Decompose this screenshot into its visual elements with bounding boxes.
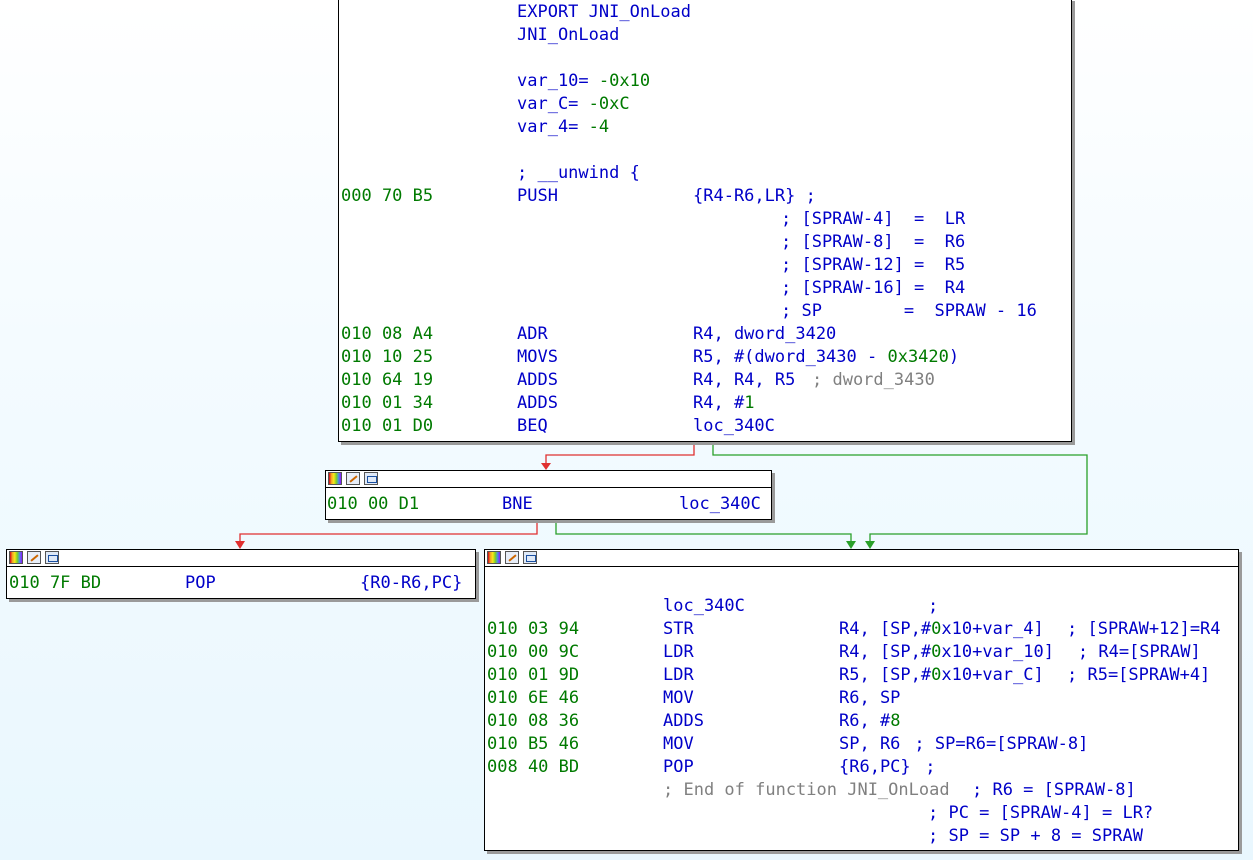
stack-variable: var_C= -0xC — [517, 94, 630, 114]
instruction-address: 010 01 D0 — [341, 416, 434, 436]
instruction-operand: {R0-R6,PC} — [360, 573, 463, 593]
instruction-address: 010 10 25 — [341, 347, 434, 367]
instruction-address: 000 70 B5 — [341, 186, 434, 206]
color-palette-icon[interactable] — [328, 472, 342, 485]
instruction-operand[interactable]: loc_340C — [679, 494, 761, 514]
edge-beq-true-arrowhead — [865, 541, 875, 549]
instruction-mnemonic: LDR — [663, 642, 694, 662]
instruction-address: 010 7F BD — [9, 573, 102, 593]
instruction-mnemonic: POP — [663, 757, 694, 777]
instruction-operand: R4, dword_3420 — [693, 324, 837, 344]
instruction-mnemonic: ADDS — [663, 711, 704, 731]
instruction-mnemonic: BEQ — [517, 416, 548, 436]
node-pop[interactable]: 010 7F BD POP {R0-R6,PC} — [6, 549, 476, 599]
instruction-operand: R5, #(dword_3430 - 0x3420) — [693, 347, 960, 367]
node-toolbar — [485, 550, 1238, 567]
instruction-mnemonic: MOV — [663, 734, 694, 754]
instruction-operand: R4, #1 — [693, 393, 755, 413]
edge-beq-false — [545, 440, 695, 467]
instruction-comment: ; dword_3430 — [812, 370, 935, 390]
tail-comment: ; PC = [SPRAW-4] = LR? — [928, 803, 1154, 823]
edit-icon[interactable] — [27, 551, 41, 564]
instruction-comment: ; R4=[SPRAW] — [1077, 642, 1201, 662]
push-comment: ; [SPRAW-12] = R5 — [781, 255, 966, 275]
tail-comment: ; R6 = [SPRAW-8] — [972, 780, 1136, 800]
header-line: ; __unwind { — [517, 163, 640, 183]
instruction-address: 010 01 9D — [487, 665, 580, 685]
instruction-address: 010 01 34 — [341, 393, 434, 413]
instruction-mnemonic: MOVS — [517, 347, 558, 367]
push-comment: ; [SPRAW-4] = LR — [781, 209, 966, 229]
instruction-mnemonic: MOV — [663, 688, 694, 708]
instruction-operand: R6, #8 — [839, 711, 901, 731]
stack-variable: var_10= -0x10 — [517, 71, 651, 91]
location-label[interactable]: loc_340C — [663, 596, 745, 616]
edge-bne-false — [239, 518, 538, 545]
instruction-operand: {R6,PC} — [839, 757, 911, 777]
instruction-address: 010 08 36 — [487, 711, 580, 731]
edge-beq-false-arrowhead — [541, 463, 551, 470]
push-comment: ; [SPRAW-8] = R6 — [781, 232, 966, 252]
edge-bne-true-arrowhead — [846, 541, 856, 549]
instruction-address: 010 03 94 — [487, 619, 580, 639]
tail-comment: ; SP = SP + 8 = SPRAW — [928, 826, 1143, 846]
instruction-address: 010 00 9C — [487, 642, 580, 662]
node-toolbar — [7, 550, 475, 567]
graph-view-icon[interactable] — [523, 551, 537, 564]
instruction-operand: {R4-R6,LR} ; — [693, 186, 816, 206]
instruction-address: 010 64 19 — [341, 370, 434, 390]
instruction-operand: R4, [SP,#0x10+var_4] — [839, 619, 1044, 639]
instruction-address: 010 08 A4 — [341, 324, 434, 344]
graph-view-icon[interactable] — [45, 551, 59, 564]
edge-bne-true — [555, 518, 852, 545]
instruction-operand: R4, [SP,#0x10+var_10] — [839, 642, 1054, 662]
node-loc-340c[interactable]: loc_340C ; 010 03 94 STR R4, [SP,#0x10+var… — [484, 549, 1239, 851]
instruction-address: 010 00 D1 — [327, 494, 420, 514]
edit-icon[interactable] — [346, 472, 360, 485]
node-toolbar — [326, 471, 771, 488]
push-comment: ; [SPRAW-16] = R4 — [781, 278, 966, 298]
location-label-comment: ; — [928, 596, 939, 616]
edit-icon[interactable] — [505, 551, 519, 564]
instruction-operand: loc_340C — [693, 416, 775, 436]
instruction-mnemonic: LDR — [663, 665, 694, 685]
instruction-operand: R6, SP — [839, 688, 901, 708]
instruction-mnemonic: BNE — [502, 494, 533, 514]
instruction-address: 010 6E 46 — [487, 688, 580, 708]
end-of-function-comment: ; End of function JNI_OnLoad — [663, 780, 950, 800]
instruction-address: 010 B5 46 — [487, 734, 580, 754]
instruction-mnemonic: STR — [663, 619, 694, 639]
instruction-mnemonic: ADDS — [517, 393, 558, 413]
instruction-comment: ; [SPRAW+12]=R4 — [1067, 619, 1221, 639]
color-palette-icon[interactable] — [9, 551, 23, 564]
instruction-comment: ; R5=[SPRAW+4] — [1067, 665, 1211, 685]
instruction-mnemonic: POP — [185, 573, 216, 593]
edge-bne-false-arrowhead — [235, 541, 245, 549]
edge-beq-true — [712, 440, 1088, 545]
node-bne[interactable]: 010 00 D1 BNE loc_340C — [325, 470, 772, 520]
stack-variable: var_4= -4 — [517, 117, 610, 137]
header-line: EXPORT JNI_OnLoad — [517, 2, 691, 22]
instruction-operand: SP, R6 — [839, 734, 901, 754]
instruction-comment: ; SP=R6=[SPRAW-8] — [914, 734, 1089, 754]
header-line: JNI_OnLoad — [517, 25, 620, 45]
instruction-operand: R5, [SP,#0x10+var_C] — [839, 665, 1044, 685]
instruction-comment: ; — [925, 757, 936, 777]
graph-view-icon[interactable] — [364, 472, 378, 485]
instruction-operand: R4, R4, R5 — [693, 370, 796, 390]
instruction-address: 008 40 BD — [487, 757, 580, 777]
color-palette-icon[interactable] — [487, 551, 501, 564]
push-comment: ; SP = SPRAW - 16 — [781, 301, 1037, 321]
instruction-mnemonic: ADR — [517, 324, 548, 344]
instruction-mnemonic: PUSH — [517, 186, 558, 206]
instruction-mnemonic: ADDS — [517, 370, 558, 390]
